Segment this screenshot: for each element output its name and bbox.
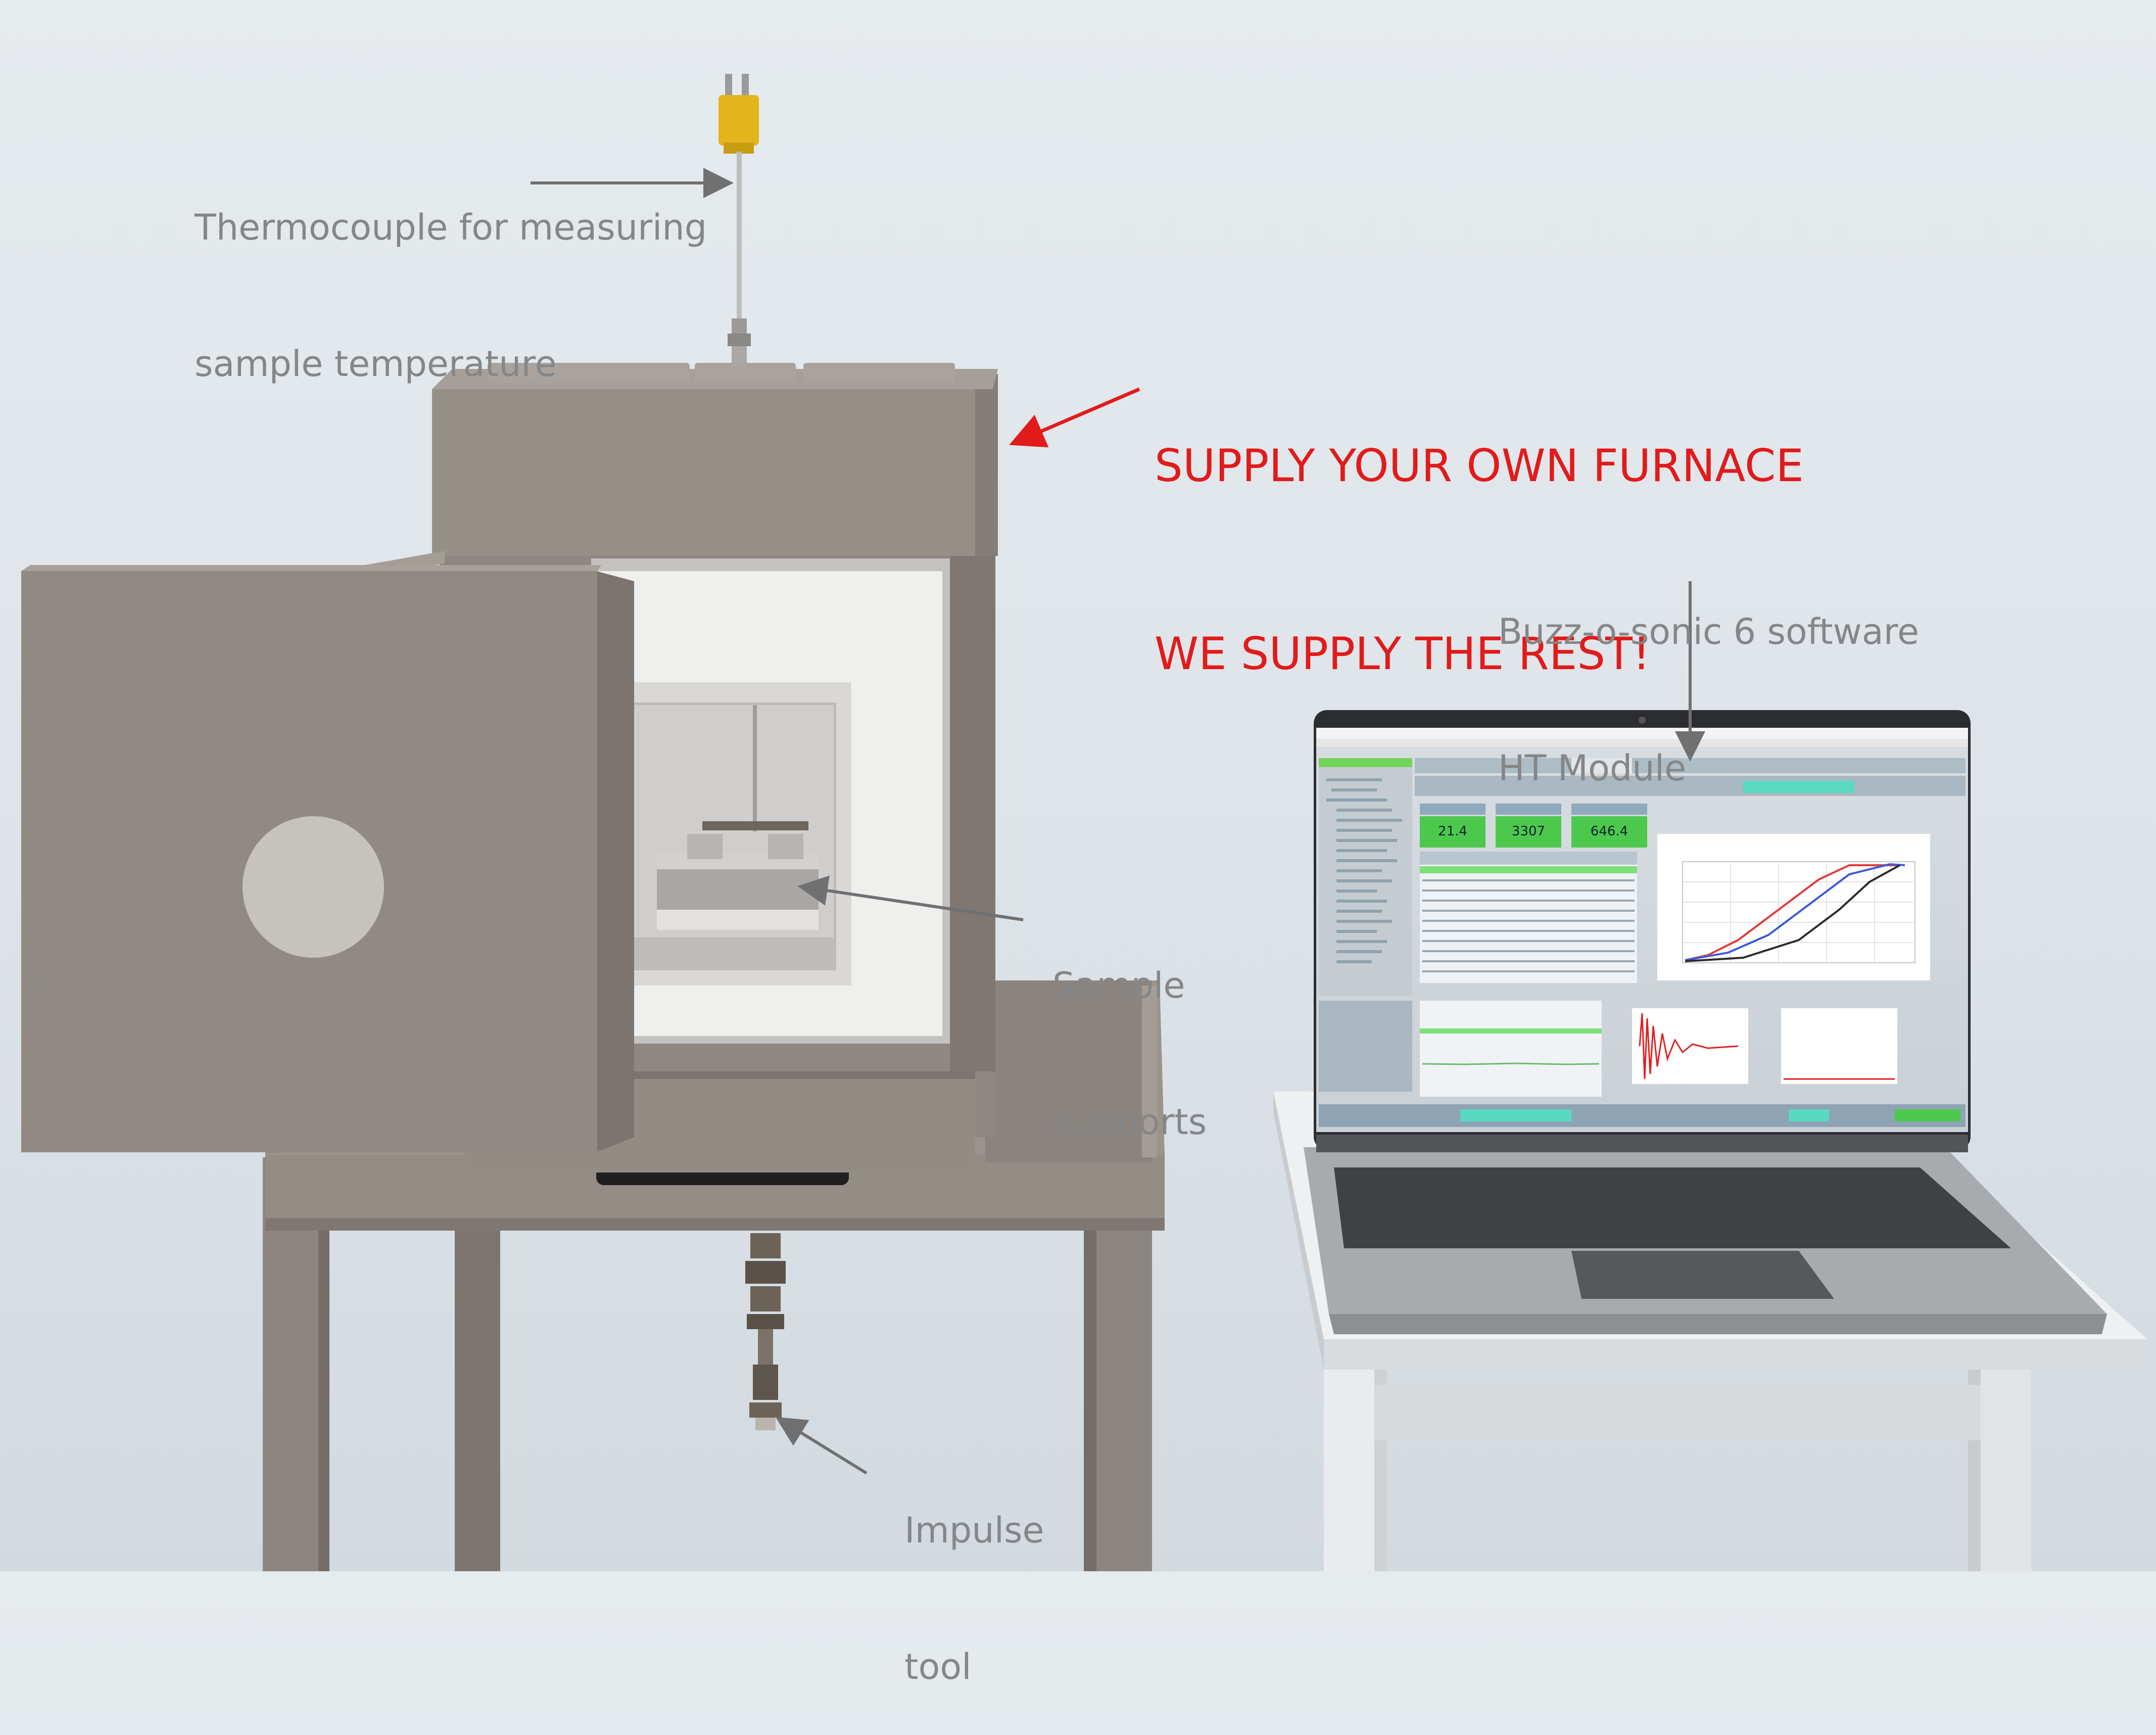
impulse-tool-label-line2: tool (904, 1646, 972, 1687)
keyboard (1334, 1167, 2011, 1248)
headline-line2: WE SUPPLY THE REST! (1155, 628, 1651, 680)
arrow-sample (797, 875, 1024, 921)
impulse-tool-label: Impulse tool (904, 1417, 1044, 1735)
sample-supports-label-line1: Sample (1052, 965, 1185, 1006)
callout-arrows (531, 168, 1705, 1475)
furnace-door (21, 565, 634, 1152)
software-label-line1: Buzz-o-sonic 6 software (1498, 611, 1920, 652)
sample-supports-label: Sample supports (1052, 872, 1207, 1190)
arrow-impulse (775, 1417, 868, 1475)
readout-frequency: 3307 (1511, 824, 1546, 839)
headline: SUPPLY YOUR OWN FURNACE WE SUPPLY THE RE… (1155, 309, 1804, 748)
software-label-line2: HT Module (1498, 747, 1687, 789)
readout-modulus: 646.4 (1590, 824, 1628, 839)
product-scene (21, 74, 2147, 1571)
impulse-tool (745, 1233, 786, 1430)
arrow-headline (1009, 387, 1140, 448)
software-label: Buzz-o-sonic 6 software HT Module (1498, 518, 1919, 836)
impulse-tool-label-line1: Impulse (904, 1510, 1044, 1551)
software-screen (1316, 728, 1968, 1132)
readout-temperature: 21.4 (1438, 824, 1467, 839)
thermocouple-label-line2: sample temperature (195, 343, 557, 385)
thermocouple (718, 74, 759, 366)
touchpad (1571, 1251, 1834, 1299)
sample-supports-label-line2: supports (1052, 1101, 1207, 1143)
headline-line1: SUPPLY YOUR OWN FURNACE (1155, 440, 1804, 492)
thermocouple-label-line1: Thermocouple for measuring (195, 207, 707, 248)
thermocouple-label: Thermocouple for measuring sample temper… (195, 114, 707, 432)
